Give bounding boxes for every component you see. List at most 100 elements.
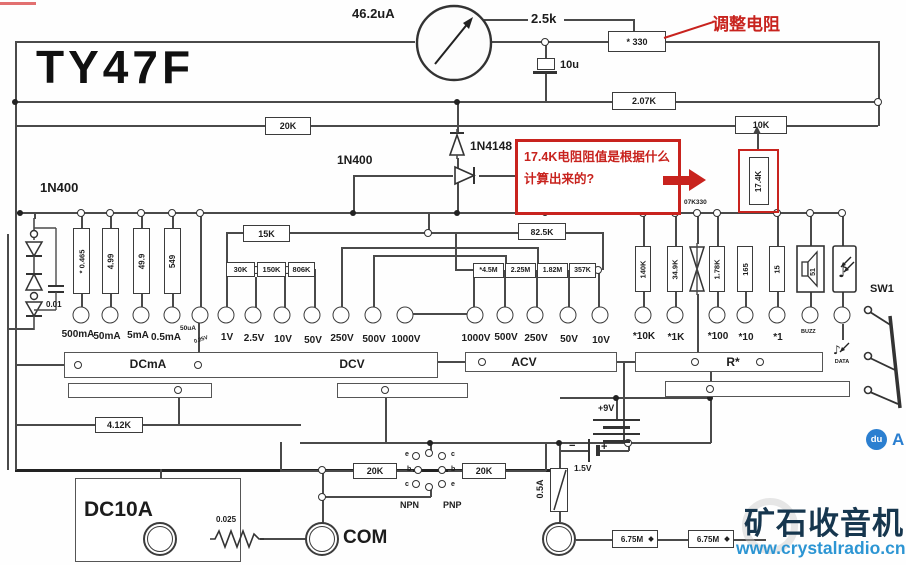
- x100-label: *100: [707, 331, 729, 342]
- x10-label: *10: [738, 332, 754, 343]
- battery-1-5v-label: 1.5V: [574, 463, 592, 473]
- junction-node: [194, 361, 202, 369]
- svg-text:51: 51: [810, 268, 817, 276]
- resistor-15: 15: [769, 246, 785, 292]
- part-marking: 07K330: [684, 199, 707, 206]
- wire: [428, 212, 430, 233]
- junction-node: [137, 209, 145, 217]
- junction-node: [17, 210, 23, 216]
- capacitor-0-01-label: 0.01: [46, 300, 62, 309]
- shunt-resistor-4-value: 549: [167, 254, 177, 268]
- terminal-0-5ma-label: 0.5mA: [150, 332, 182, 343]
- battery-9v-label: +9V: [598, 403, 615, 413]
- shunt-0-025-label: 0.025: [216, 515, 237, 524]
- terminal-dcv-2-5v: [244, 306, 262, 324]
- wire: [341, 247, 343, 308]
- wire: [842, 292, 844, 308]
- wire: [110, 213, 112, 229]
- wire: [568, 270, 570, 307]
- com-jack: [305, 522, 339, 556]
- terminal-x1k: [666, 306, 684, 324]
- wire: [666, 41, 878, 43]
- wire: [697, 213, 699, 244]
- wire: [560, 397, 711, 399]
- wire: [437, 361, 466, 363]
- wire: [710, 372, 712, 382]
- acv-1000v-label: 1000V: [461, 333, 491, 344]
- watermark-title: 矿石收音机: [744, 506, 904, 541]
- highlight-frame-17-4k: [738, 149, 779, 213]
- battery-1-5v-icon: [588, 439, 590, 462]
- battery-9v-icon: [593, 419, 640, 421]
- junction-node: [707, 395, 713, 401]
- dcv-250v-label: 250V: [330, 333, 354, 344]
- wire: [842, 213, 844, 247]
- terminal-dcv-500v: [364, 306, 382, 324]
- capacitor-label: 10u: [560, 59, 579, 71]
- terminal-acv-250v: [526, 306, 544, 324]
- junction-node: [427, 440, 433, 446]
- wire: [473, 270, 475, 307]
- terminal-dcv-50v: [303, 306, 321, 324]
- pot-20k-left: 20K: [353, 463, 397, 479]
- resistor-4-12k: 4.12K: [95, 417, 143, 433]
- wire: [314, 269, 316, 308]
- socket-pin: [438, 452, 446, 460]
- pin-label-c2: c: [451, 451, 455, 458]
- fused-jack: [542, 522, 576, 556]
- terminal-5ma-label: 5mA: [127, 330, 149, 341]
- adjust-resistor-callout: 调整电阻: [712, 15, 780, 34]
- terminal-dcv-10v: [273, 306, 291, 324]
- socket-pin: [412, 480, 420, 488]
- junction-node: [603, 426, 630, 429]
- junction-node: [693, 209, 701, 217]
- terminal-50ma-label: 50mA: [93, 331, 121, 342]
- pin-label-c: c: [405, 481, 409, 488]
- wire: [810, 213, 812, 246]
- wire: [717, 292, 719, 308]
- dcv-1v-label: 1V: [220, 332, 234, 343]
- switch-deck-2a: [68, 383, 212, 398]
- wire: [559, 450, 589, 452]
- junction-node: [77, 209, 85, 217]
- socket-pin: [425, 483, 433, 491]
- junction-node: [74, 361, 82, 369]
- terminal-500ma-label: 500mA: [61, 329, 95, 340]
- socket-pin: [438, 466, 446, 474]
- wire: [430, 486, 432, 497]
- shunt-resistor-1: * 0.465: [73, 228, 90, 294]
- wire: [448, 470, 463, 472]
- resistor-15-value: 15: [772, 264, 782, 274]
- junction-node: [174, 386, 182, 394]
- junction-node: [454, 210, 460, 216]
- junction-node: [756, 358, 764, 366]
- wire: [385, 398, 387, 443]
- wire: [506, 470, 546, 472]
- terminal-dcv-1000v: [396, 306, 414, 324]
- resistor-4-5m: *4.5M: [473, 263, 504, 278]
- wire: [81, 213, 83, 229]
- junction-node: [713, 209, 721, 217]
- junction-node: [603, 440, 630, 443]
- resistor-357k: 357K: [569, 263, 596, 278]
- wire: [504, 270, 506, 307]
- junction-node: [381, 386, 389, 394]
- sw1-switch-icon: [863, 305, 902, 409]
- wire: [602, 232, 604, 270]
- pin-label-b: b: [407, 466, 412, 473]
- switch-deck-acv: [465, 352, 617, 372]
- wire: [280, 470, 354, 472]
- buzzer-icon: ♪: [832, 245, 857, 293]
- resistor-10k: 10K: [735, 116, 787, 134]
- junction-node: [874, 98, 882, 106]
- meter-resistance-label: 2.5k: [531, 11, 557, 26]
- acv-250v-label: 250V: [524, 333, 548, 344]
- resistor-140k-value: 140K: [638, 260, 648, 278]
- wire: [559, 442, 561, 468]
- wire: [172, 213, 174, 229]
- wire: [537, 247, 539, 264]
- junction-node: [624, 439, 632, 447]
- annotation-arrow: [663, 176, 689, 185]
- npn-label: NPN: [400, 500, 420, 510]
- wire: [633, 19, 635, 32]
